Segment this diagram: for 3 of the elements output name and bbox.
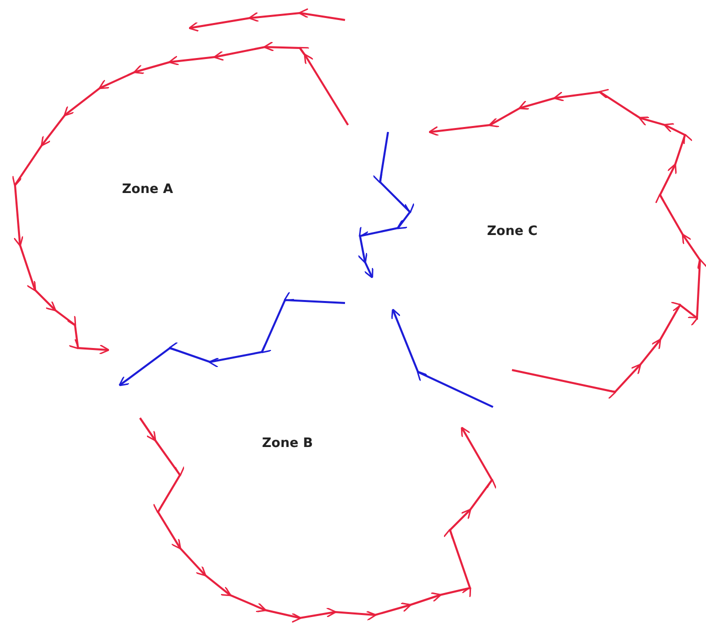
zone-label: Zone A [122,182,174,197]
zone-label: Zone B [262,436,313,451]
zone-label: Zone C [487,224,538,239]
